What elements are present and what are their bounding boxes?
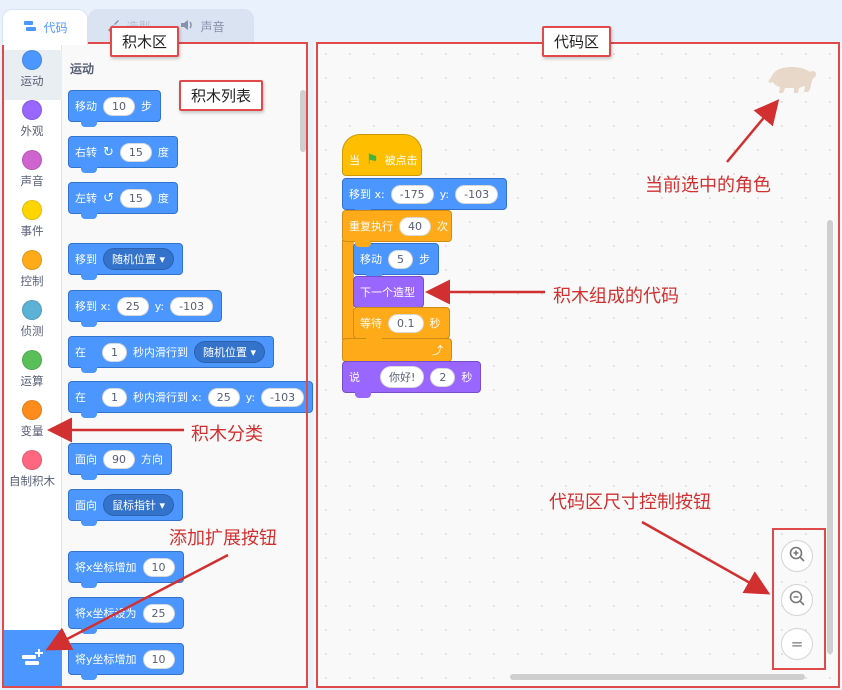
palette-heading: 运动 [70, 62, 95, 76]
label-code-made-of-blocks: 积木组成的代码 [553, 286, 679, 307]
category-operators[interactable]: 运算 [2, 350, 62, 400]
code-horizontal-scrollbar[interactable] [510, 674, 805, 680]
label-code-area: 代码区 [542, 26, 612, 57]
tab-code[interactable]: 代码 [2, 9, 88, 45]
zoom-reset-icon: = [790, 635, 804, 653]
y-input[interactable]: -103 [261, 387, 305, 407]
category-sensing[interactable]: 侦测 [2, 300, 62, 350]
palette-scrollbar[interactable] [300, 90, 306, 152]
wait-seconds-input[interactable]: 0.1 [388, 313, 424, 333]
y-change-input[interactable]: 10 [142, 649, 175, 669]
category-control[interactable]: 控制 [2, 250, 62, 300]
towards-dropdown[interactable]: 鼠标指针 ▾ [103, 494, 175, 516]
y-input[interactable]: -103 [455, 184, 499, 204]
degrees-input[interactable]: 15 [119, 188, 152, 208]
block-when-flag-clicked[interactable]: 当⚑被点击 [342, 134, 422, 176]
zoom-controls-frame [772, 528, 826, 670]
direction-input[interactable]: 90 [103, 449, 135, 469]
rotate-left-icon: ↺ [103, 190, 114, 206]
label-zoom-controls: 代码区尺寸控制按钮 [549, 492, 711, 513]
x-input[interactable]: -175 [390, 184, 434, 204]
zoom-out-icon [788, 589, 806, 611]
category-sound[interactable]: 声音 [2, 150, 62, 200]
zoom-reset-button[interactable]: = [781, 628, 813, 660]
message-input[interactable]: 你好! [380, 366, 425, 388]
repeat-count-input[interactable]: 40 [399, 216, 431, 236]
go-to-dropdown[interactable]: 随机位置 ▾ [103, 248, 175, 270]
category-motion[interactable]: 运动 [2, 50, 62, 100]
category-events[interactable]: 事件 [2, 200, 62, 250]
block-point-towards[interactable]: 面向鼠标指针 ▾ [68, 489, 184, 526]
label-blocks-area: 积木区 [110, 26, 180, 57]
tab-label: 代码 [43, 21, 68, 35]
category-variables[interactable]: 变量 [2, 400, 62, 450]
category-looks[interactable]: 外观 [2, 100, 62, 150]
zoom-out-button[interactable] [781, 584, 813, 616]
zoom-in-icon [788, 545, 806, 567]
label-block-list: 积木列表 [179, 80, 264, 111]
zoom-in-button[interactable] [781, 540, 813, 572]
steps-input[interactable]: 5 [388, 249, 413, 269]
extension-icon [19, 647, 45, 672]
degrees-input[interactable]: 15 [119, 142, 152, 162]
say-seconds-input[interactable]: 2 [430, 367, 456, 387]
code-vertical-scrollbar[interactable] [827, 220, 833, 654]
repeat-block-arm [342, 240, 354, 340]
seconds-input[interactable]: 1 [102, 387, 127, 407]
tab-label: 声音 [200, 20, 225, 34]
category-my-blocks[interactable]: 自制积木 [2, 450, 62, 500]
seconds-input[interactable]: 1 [102, 342, 127, 362]
rotate-right-icon: ↻ [103, 144, 114, 160]
block-go-to[interactable]: 移到随机位置 ▾ [68, 243, 184, 280]
label-block-categories: 积木分类 [191, 424, 263, 445]
y-input[interactable]: -103 [170, 296, 214, 316]
x-input[interactable]: 25 [207, 387, 240, 407]
code-icon [22, 18, 38, 37]
loop-arrow-icon: ⤴ [432, 344, 443, 357]
x-input[interactable]: 25 [116, 296, 149, 316]
code-area-frame [316, 42, 840, 688]
selected-sprite-icon [766, 62, 818, 101]
blocks-area-frame [2, 42, 308, 688]
glide-dropdown[interactable]: 随机位置 ▾ [194, 341, 266, 363]
steps-input[interactable]: 10 [103, 96, 135, 116]
speaker-icon [179, 17, 195, 36]
label-add-extension: 添加扩展按钮 [169, 528, 277, 549]
green-flag-icon: ⚑ [366, 152, 379, 168]
label-selected-sprite: 当前选中的角色 [645, 175, 771, 196]
